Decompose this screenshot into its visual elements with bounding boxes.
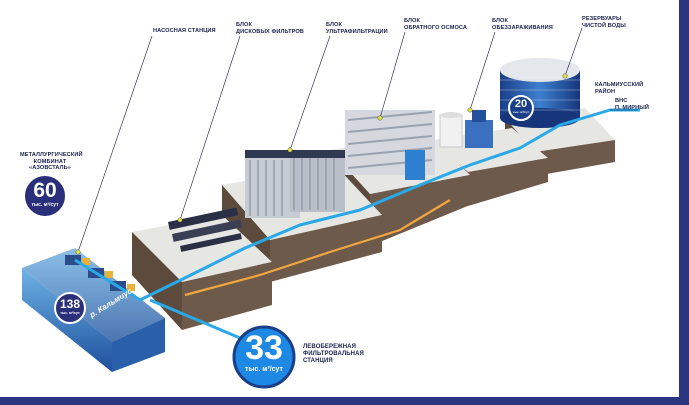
label-pump-station: НАСОСНАЯ СТАНЦИЯ — [153, 28, 216, 34]
platform-disc-filters — [132, 215, 272, 330]
frame-border-bottom — [0, 397, 689, 405]
frame-border-right — [679, 0, 689, 405]
badge-20: 20 тыс. м³/сут — [512, 98, 530, 115]
disc-filter-units — [168, 207, 243, 252]
reverse-osmosis-modules — [345, 110, 435, 180]
leader-lines — [77, 27, 638, 253]
leader-dots — [75, 73, 568, 255]
clean-water-reservoir — [500, 58, 580, 128]
badge-138: 138 тыс. м³/сут — [59, 297, 81, 316]
blue-pipeline — [74, 108, 640, 340]
badge-33-circle — [232, 325, 296, 389]
orange-pipeline — [184, 199, 451, 297]
label-vns: ВНСп. МИРНЫЙ — [615, 98, 649, 111]
badge-33: 33 тыс. м³/сут — [245, 329, 283, 373]
badge-60: 60 тыс. м³/сут — [31, 179, 59, 209]
badge-60-circle — [23, 174, 67, 218]
badge-138-circle — [54, 292, 86, 324]
ultrafiltration-modules — [245, 150, 345, 218]
badge-20-circle — [508, 95, 534, 121]
disinfection-unit — [439, 110, 493, 148]
pump-station-basin — [22, 248, 165, 372]
